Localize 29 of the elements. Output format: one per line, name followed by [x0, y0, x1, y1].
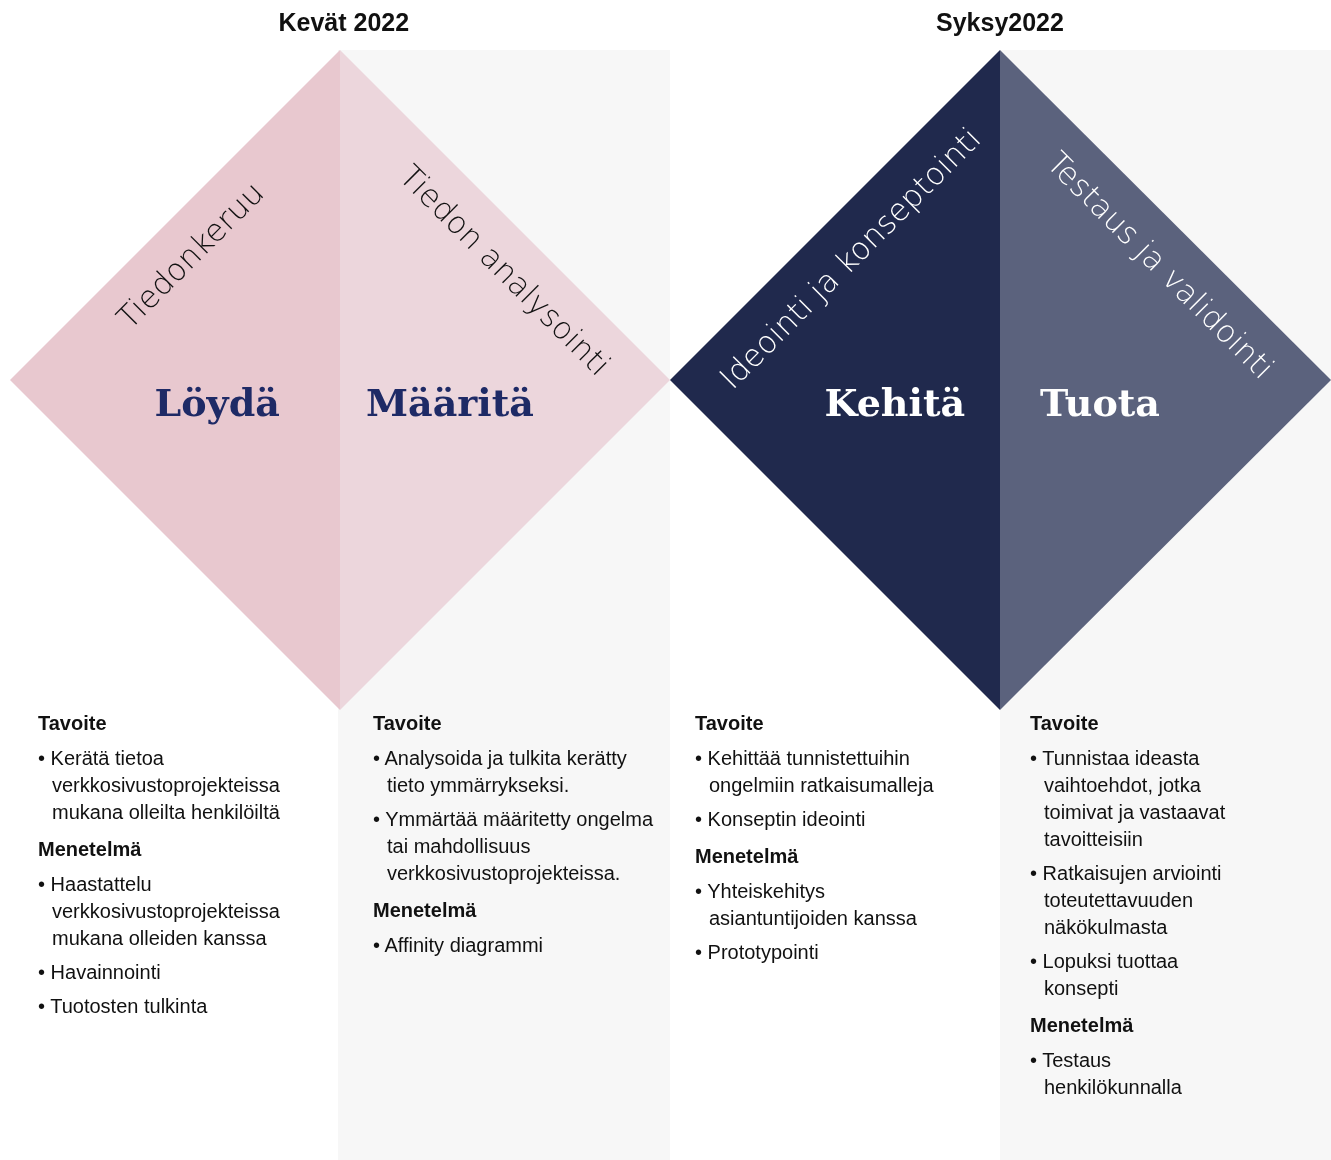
- section-heading: Menetelmä: [373, 898, 478, 923]
- bullet-item: • Ratkaisujen arviointi toteutettavuuden näkökulmasta: [1030, 861, 1223, 940]
- bullet-item: • Lopuksi tuottaa konsepti: [1030, 949, 1180, 1001]
- bullet-item: • Prototypointi: [695, 940, 820, 965]
- bullet-item: • Kerätä tietoa verkkosivustoprojekteissa mukana olleilta henkilöiltä: [38, 746, 281, 825]
- season-heading: Syksy2022: [936, 8, 1064, 37]
- season-heading: Kevät 2022: [278, 8, 410, 37]
- phase-title: Löydä: [154, 380, 280, 425]
- section-heading: Menetelmä: [38, 837, 143, 862]
- bullet-item: • Affinity diagrammi: [373, 933, 545, 958]
- section-heading: Menetelmä: [1030, 1013, 1135, 1038]
- phase-title: Kehitä: [824, 380, 966, 425]
- section-heading: Tavoite: [38, 711, 108, 736]
- phase-title: Tuota: [1040, 380, 1160, 425]
- bullet-item: • Testaus henkilökunnalla: [1030, 1048, 1183, 1100]
- bullet-item: • Tunnistaa ideasta vaihtoehdot, jotka toimivat ja vastaavat tavoitteisiin: [1030, 746, 1227, 852]
- bullet-item: • Havainnointi: [38, 960, 162, 985]
- section-heading: Tavoite: [373, 711, 443, 736]
- section-heading: Tavoite: [695, 711, 765, 736]
- section-heading: Tavoite: [1030, 711, 1100, 736]
- bullet-item: • Analysoida ja tulkita kerätty tieto ymmärrykseksi.: [373, 746, 628, 798]
- bullet-item: • Tuotosten tulkinta: [38, 994, 209, 1019]
- bullet-item: • Yhteiskehitys asiantuntijoiden kanssa: [695, 879, 918, 931]
- section-heading: Menetelmä: [695, 844, 800, 869]
- bullet-item: • Haastattelu verkkosivustoprojekteissa mukana olleiden kanssa: [38, 872, 281, 951]
- bullet-item: • Konseptin ideointi: [695, 807, 867, 832]
- phase-title: Määritä: [366, 380, 534, 425]
- bullet-item: • Ymmärtää määritetty ongelma tai mahdollisuus verkkosivustoprojekteissa.: [373, 807, 655, 886]
- bullet-item: • Kehittää tunnistettuihin ongelmiin ratkaisumalleja: [695, 746, 935, 798]
